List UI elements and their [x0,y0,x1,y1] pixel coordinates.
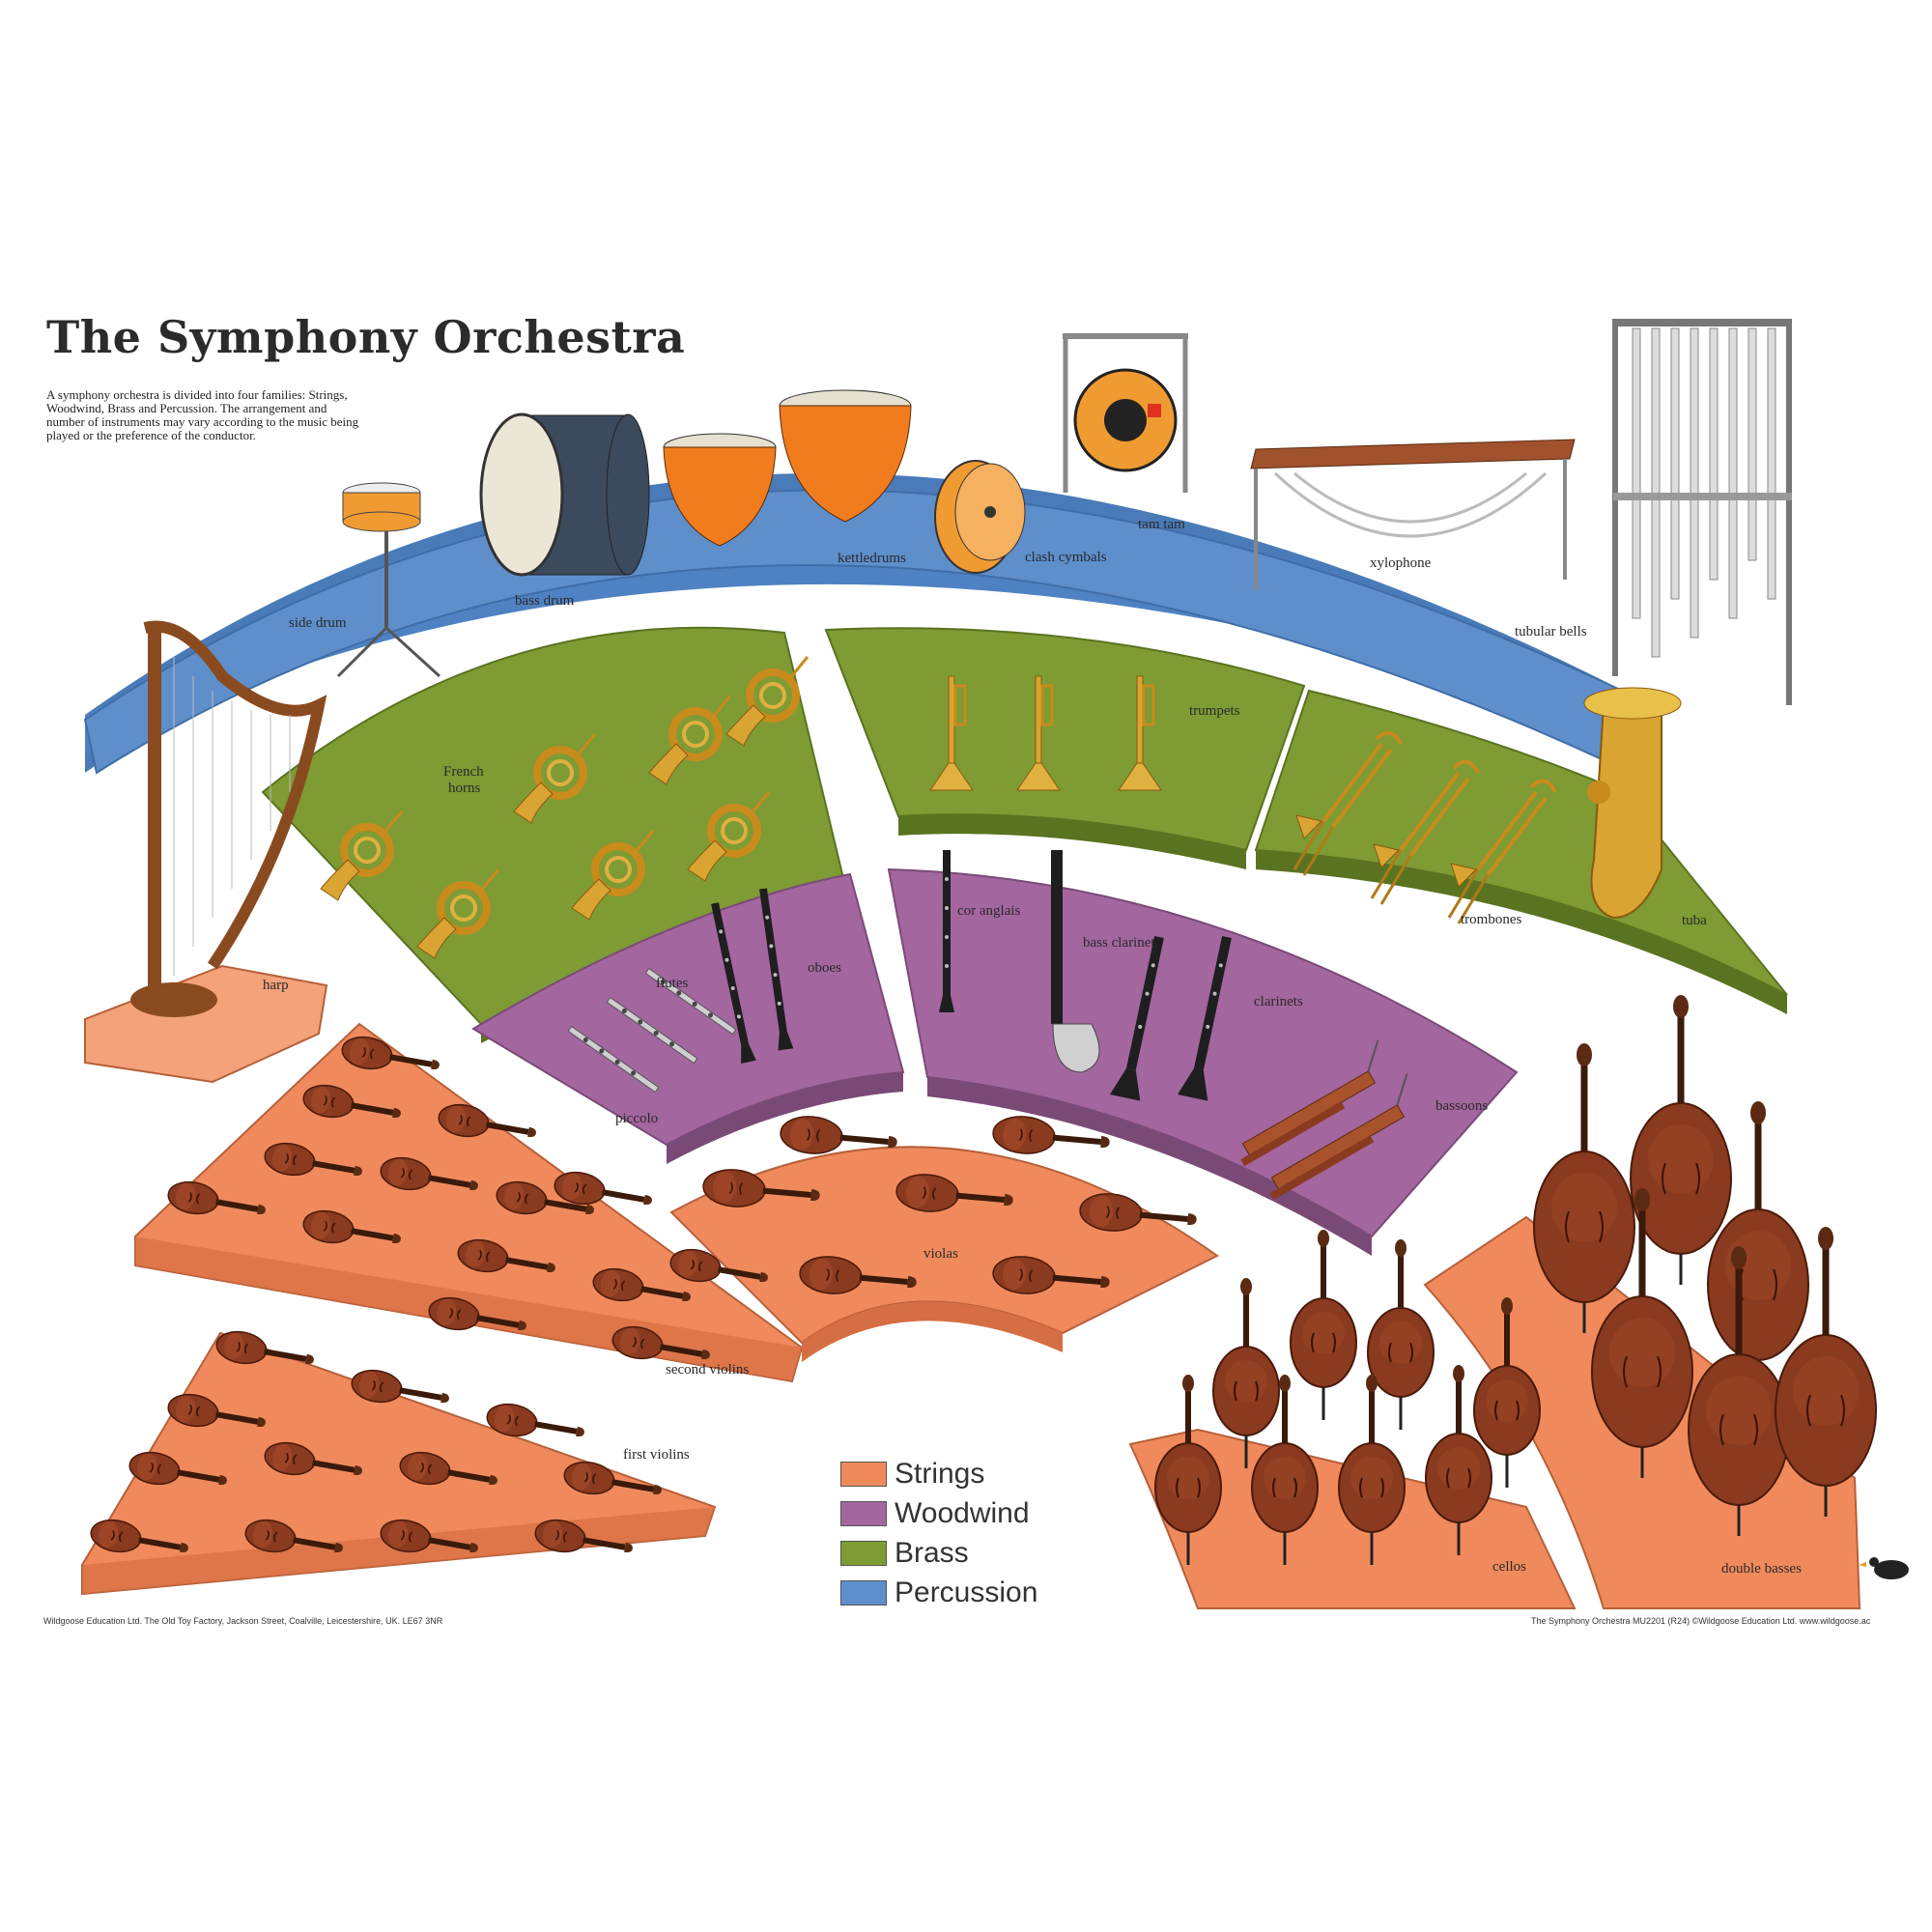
wildgoose-logo-icon [1859,1557,1909,1579]
side-drum-icon [336,482,441,678]
label-double-basses: double basses [1721,1561,1802,1577]
label-clash-cymbals: clash cymbals [1025,550,1107,565]
brass-low-section [1254,689,1788,996]
kettledrums-icon [663,389,912,547]
page-title: The Symphony Orchestra [46,311,686,363]
label-flutes: flutes [656,976,688,991]
legend-label-percussion: Percussion [895,1576,1038,1608]
label-tubular-bells: tubular bells [1515,624,1587,639]
legend-item-woodwind: Woodwind [840,1493,1037,1533]
label-trombones: trombones [1461,912,1521,927]
footer-address: Wildgoose Education Ltd. The Old Toy Fac… [43,1616,443,1626]
label-violas: violas [923,1246,958,1262]
label-cor-anglais: cor anglais [957,903,1021,919]
intro-text: A symphony orchestra is divided into fou… [46,387,359,442]
label-oboes: oboes [808,960,841,976]
legend-swatch-woodwind [840,1500,887,1526]
legend-item-percussion: Percussion [840,1573,1037,1612]
brass-trumpets-section [824,627,1306,852]
legend-swatch-strings [840,1461,887,1487]
legend-item-brass: Brass [840,1533,1037,1573]
label-french-horns-line2: horns [448,781,480,796]
label-second-violins: second violins [666,1362,749,1378]
legend-item-strings: Strings [840,1454,1037,1493]
legend: Strings Woodwind Brass Percussion [840,1454,1037,1612]
label-french-horns-line1: French [443,764,484,780]
bass-drum-icon [479,412,650,577]
xylophone-icon [1250,439,1576,589]
legend-label-woodwind: Woodwind [895,1496,1030,1529]
legend-label-brass: Brass [895,1536,969,1569]
label-piccolo: piccolo [615,1111,658,1126]
label-bass-drum: bass drum [515,593,575,609]
label-xylophone: xylophone [1370,555,1432,571]
tuba-icon [1583,687,1682,920]
legend-swatch-brass [840,1540,887,1566]
label-side-drum: side drum [289,615,347,631]
bass-clarinet-icon [1051,850,1100,1073]
label-tam-tam: tam tam [1138,517,1185,532]
label-bassoons: bassoons [1435,1098,1488,1114]
tubular-bells-icon [1612,319,1792,705]
tam-tam-icon [1063,333,1188,493]
legend-swatch-percussion [840,1579,887,1605]
clash-cymbals-icon [934,460,1026,574]
harp-platform [84,964,328,1084]
label-cellos: cellos [1492,1559,1526,1575]
label-tuba: tuba [1682,913,1707,928]
footer-copyright: The Symphony Orchestra MU2201 (R24) ©Wil… [1531,1616,1871,1626]
label-kettledrums: kettledrums [838,551,906,566]
label-trumpets: trumpets [1189,703,1240,719]
legend-label-strings: Strings [895,1457,985,1490]
harp-icon [130,620,327,1017]
label-harp: harp [263,978,289,993]
label-clarinets: clarinets [1254,994,1303,1009]
label-bass-clarinet: bass clarinet [1083,935,1155,951]
label-first-violins: first violins [623,1447,690,1463]
